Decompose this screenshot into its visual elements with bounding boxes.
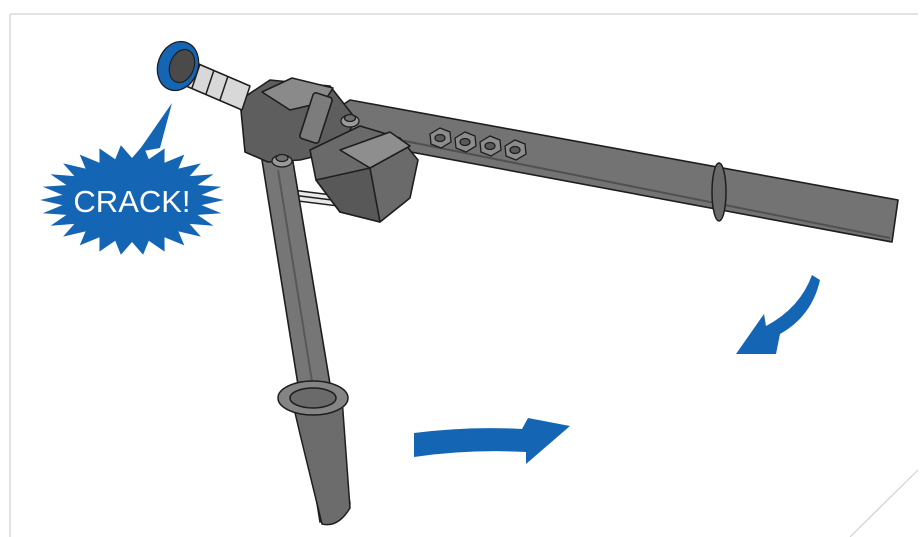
frame-lines [9,13,919,537]
callout-pointer [138,103,172,152]
hex-nuts [429,127,527,161]
head-bolts [271,113,360,168]
callout-text: CRACK! [73,184,190,219]
long-handle-arm [334,99,899,243]
starburst-callout: CRACK! [40,145,224,255]
curved-arrow-right-icon [414,418,570,464]
blue-ring [156,40,200,92]
curved-arrow-down-left-icon [736,275,820,354]
long-handle-grip-ring [711,162,727,222]
short-handle-grip [277,380,351,526]
tool-head [239,77,419,223]
